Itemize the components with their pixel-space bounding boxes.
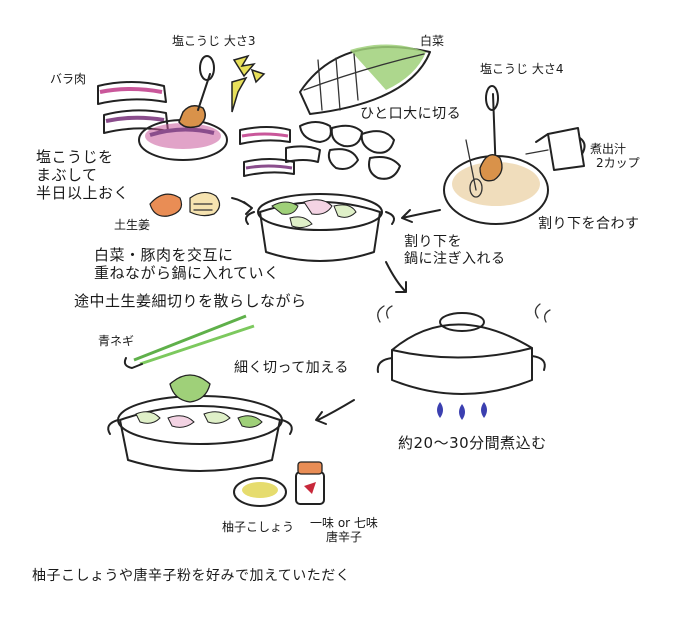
koji-pan-icon	[138, 55, 228, 161]
cut-ingredients-icon	[239, 121, 401, 180]
label-kasaneru: 白菜・豚肉を交互に 重ねながら鍋に入れていく	[94, 246, 280, 282]
label-warishita-sosogu-line-1: 割り下を	[404, 234, 462, 250]
label-bara-niku: バラ肉	[50, 72, 87, 86]
label-ichimi: 一味 or 七味 唐辛子	[310, 516, 378, 545]
green-onion-icon	[123, 314, 255, 369]
nabe-pot-icon	[245, 193, 395, 262]
label-mabushite-line-3: 半日以上おく	[36, 184, 130, 202]
label-komakaku: 細く切って加える	[234, 360, 349, 376]
label-warishita-awasu: 割り下を合わす	[538, 216, 640, 232]
label-kasaneru-line-2: 重ねながら鍋に入れていく	[94, 264, 280, 282]
label-shoga-chirashi: 途中土生姜細切りを散らしながら	[74, 292, 307, 310]
label-yuzu-kosho: 柚子こしょう	[222, 520, 295, 534]
finished-nabe-icon	[107, 374, 293, 472]
warishita-pan-icon	[443, 85, 549, 225]
chili-jar-icon	[295, 461, 325, 505]
label-mabushite-line-2: まぶして	[36, 166, 98, 184]
label-nidashijiru-line-2: 2カップ	[596, 156, 640, 171]
hakusai-icon	[299, 44, 431, 115]
label-mabushite-line-1: 塩こうじを	[36, 148, 114, 166]
label-footer: 柚子こしょうや唐辛子粉を好みで加えていただく	[32, 568, 351, 584]
label-shio-koji-4: 塩こうじ 大さ4	[480, 62, 564, 76]
label-shio-koji-3: 塩こうじ 大さ3	[172, 34, 256, 48]
label-warishita-sosogu-line-2: 鍋に注ぎ入れる	[404, 250, 506, 267]
yuzu-kosho-dish-icon	[233, 477, 287, 507]
label-nidashijiru-line-1: 煮出汁	[590, 142, 627, 156]
label-hitokuchi: ひと口大に切る	[360, 106, 462, 122]
pork-belly-icon	[97, 81, 169, 134]
label-ao-negi: 青ネギ	[98, 334, 135, 348]
label-ichimi-line-1: 一味 or 七味	[310, 516, 378, 530]
label-mabushite: 塩こうじを まぶして 半日以上おく	[36, 148, 129, 202]
label-tsuchi-shoga: 土生姜	[114, 218, 151, 232]
arrow-icon	[231, 197, 441, 425]
dashi-cup-icon	[525, 127, 586, 171]
lidded-pot-icon	[376, 303, 551, 395]
label-ichimi-line-2: 唐辛子	[325, 530, 362, 545]
label-kasaneru-line-1: 白菜・豚肉を交互に	[94, 246, 234, 264]
ginger-icon	[149, 191, 221, 217]
label-nikomu: 約20〜30分間煮込む	[398, 434, 547, 452]
label-nidashijiru: 煮出汁 2カップ	[590, 142, 640, 171]
flame-icon	[437, 402, 487, 420]
label-hakusai: 白菜	[420, 34, 445, 48]
leaf-decoration-icon	[231, 54, 266, 113]
label-warishita-sosogu: 割り下を 鍋に注ぎ入れる	[404, 234, 506, 268]
